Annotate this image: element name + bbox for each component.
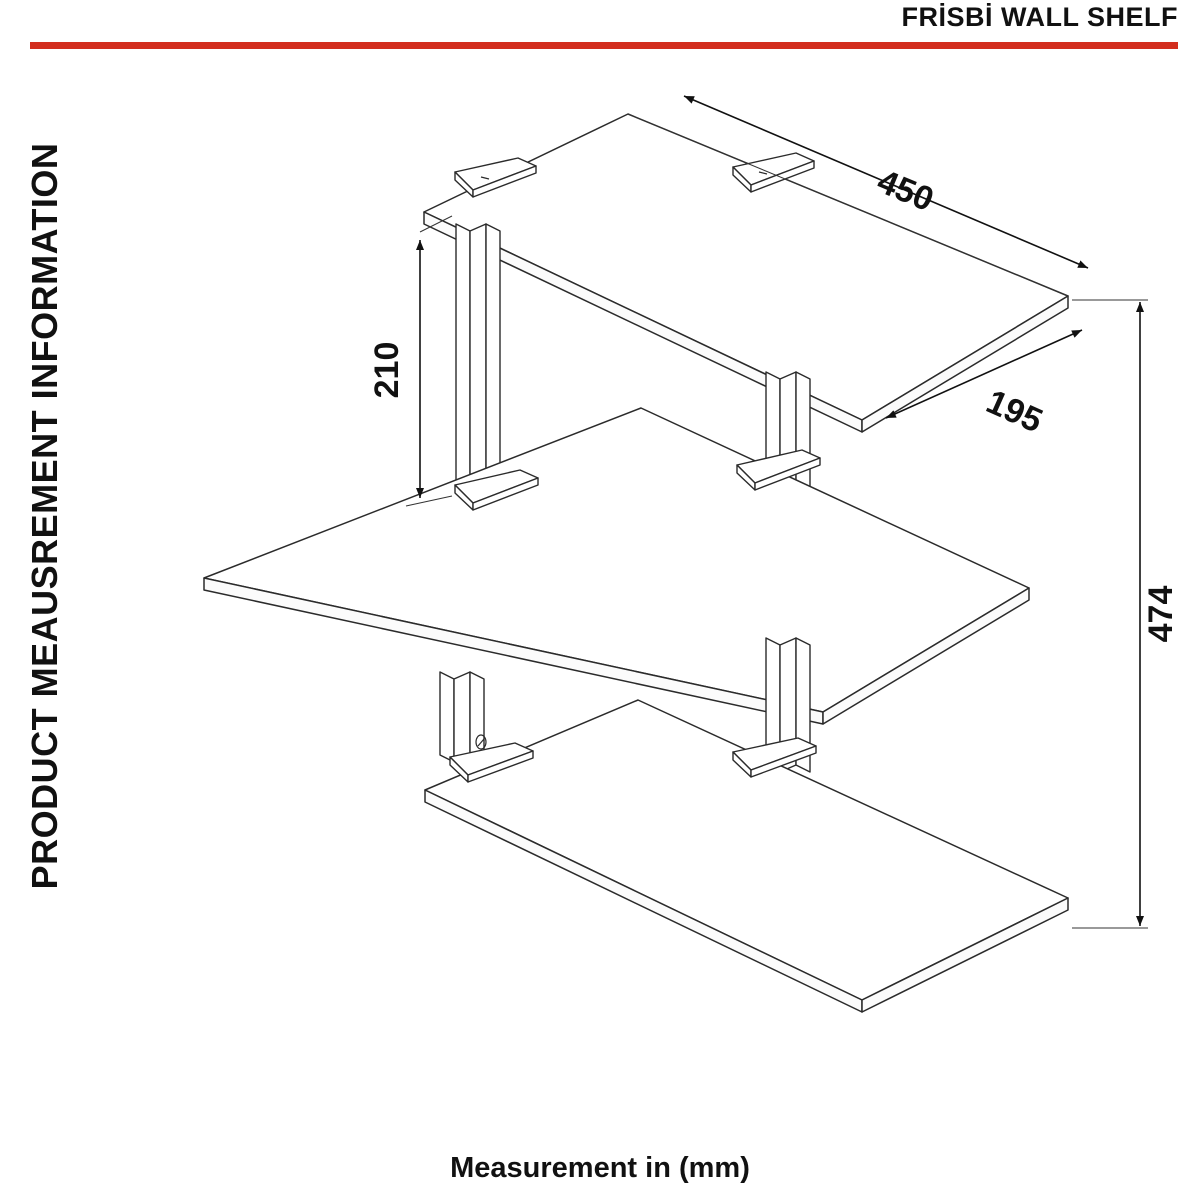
post-left-upper-side — [469, 223, 487, 491]
dimension-gap-210-ext-top — [419, 215, 453, 233]
middle-shelf-brackets — [454, 449, 821, 511]
dimension-label-450: 450 — [872, 162, 939, 219]
post-left-upper-face-b — [485, 223, 501, 491]
dimension-label-474: 474 — [1142, 586, 1180, 643]
dimension-width-450-ext — [627, 113, 1069, 297]
bracket-plate-top-left-front — [472, 165, 537, 198]
dimension-depth-195-line — [885, 329, 1083, 419]
post-left-upper — [455, 223, 501, 491]
post-left-lower-screw-hole — [475, 734, 487, 750]
bracket-plate-bot-left-front — [467, 750, 534, 783]
dimension-label-195: 195 — [981, 383, 1048, 441]
middle-shelf — [203, 407, 1030, 725]
post-left-lower-side — [453, 671, 471, 763]
bottom-shelf-right-edge — [861, 897, 1069, 1013]
bottom-caption: Measurement in (mm) — [450, 1152, 750, 1184]
bracket-screw-top-left — [480, 176, 490, 180]
bracket-plate-bot-right-front — [750, 745, 817, 778]
dimension-gap-210-ext-bottom — [405, 495, 453, 507]
bottom-shelf — [424, 699, 1069, 1013]
post-left-lower — [439, 671, 487, 763]
dimension-width-450-line — [683, 95, 1089, 269]
post-left-lower-face — [439, 671, 455, 763]
dimension-gap-210: 210 — [368, 215, 453, 507]
post-left-lower-screw-slot — [477, 738, 485, 747]
middle-shelf-right-edge — [822, 587, 1030, 725]
bottom-shelf-brackets — [449, 737, 817, 783]
page-title: FRİSBİ WALL SHELF — [901, 2, 1178, 32]
title-divider — [30, 42, 1178, 49]
dimension-height-474: 474 — [1072, 299, 1180, 929]
dimension-label-210: 210 — [368, 342, 406, 399]
post-left-upper-face — [455, 223, 471, 491]
bracket-plate-mid-left-front — [472, 477, 539, 511]
bracket-plate-mid-right-front — [754, 457, 821, 491]
